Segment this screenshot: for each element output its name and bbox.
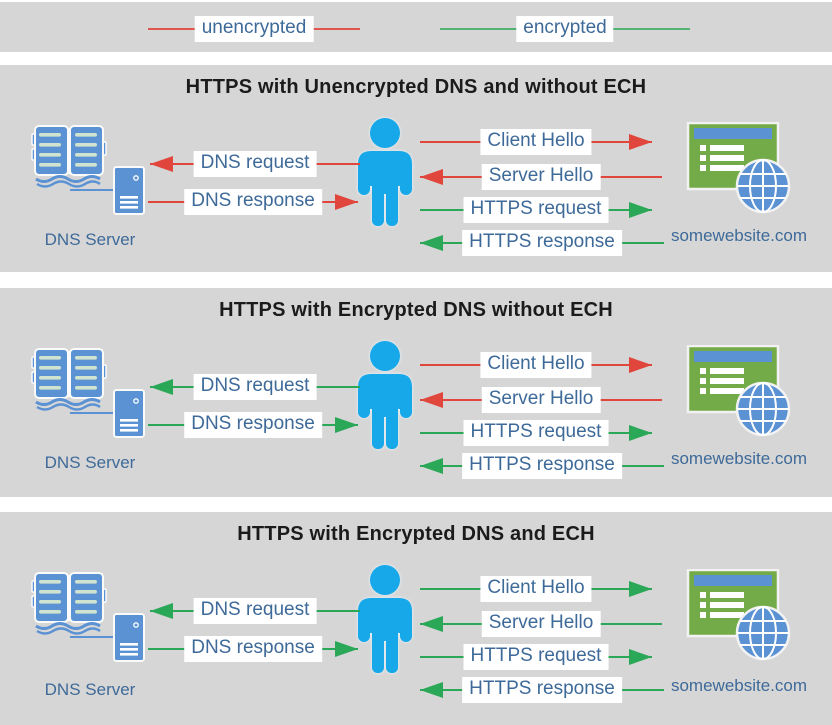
website-label: somewebsite.com: [670, 676, 808, 695]
arrow-server-hello: Server Hello: [420, 611, 662, 637]
arrow-label: Client Hello: [480, 576, 592, 602]
arrow-server-hello: Server Hello: [420, 164, 662, 190]
arrow-dns-response: DNS response: [148, 636, 358, 662]
arrow-label: DNS request: [193, 151, 317, 177]
arrow-https-request: HTTPS request: [420, 420, 652, 446]
arrow-https-request: HTTPS request: [420, 644, 652, 670]
panel-encrypted-dns-with-ech: HTTPS with Encrypted DNS and ECH DNS: [0, 512, 832, 725]
arrow-https-response: HTTPS response: [420, 677, 664, 703]
arrowhead-left-icon: [420, 458, 443, 474]
panel-encrypted-dns-no-ech: HTTPS with Encrypted DNS without ECH: [0, 288, 832, 497]
arrow-https-response: HTTPS response: [420, 453, 664, 479]
arrow-label: DNS response: [184, 636, 322, 662]
dns-server-label: DNS Server: [44, 680, 136, 699]
arrow-label: Client Hello: [480, 129, 592, 155]
person-icon: [358, 565, 412, 673]
arrow-label: Client Hello: [480, 352, 592, 378]
arrowhead-right-icon: [629, 649, 652, 665]
arrow-label: Server Hello: [481, 611, 601, 637]
arrowhead-left-icon: [420, 235, 443, 251]
arrowhead-left-icon: [420, 169, 443, 185]
website-icon: [686, 122, 791, 214]
arrowhead-left-icon: [420, 682, 443, 698]
arrow-label: HTTPS response: [462, 677, 622, 703]
arrowhead-left-icon: [150, 156, 173, 172]
dns-server-icon: [31, 125, 145, 215]
legend-unencrypted-label: unencrypted: [194, 16, 314, 42]
arrow-label: HTTPS request: [463, 420, 609, 446]
arrow-client-hello: Client Hello: [420, 576, 652, 602]
panel-title: HTTPS with Encrypted DNS and ECH: [237, 523, 595, 545]
arrow-dns-response: DNS response: [148, 189, 358, 215]
arrow-label: DNS request: [193, 374, 317, 400]
arrowhead-right-icon: [629, 581, 652, 597]
arrowhead-right-icon: [629, 425, 652, 441]
panel-title: HTTPS with Encrypted DNS without ECH: [219, 299, 613, 321]
arrow-client-hello: Client Hello: [420, 352, 652, 378]
legend-band: unencrypted encrypted: [0, 2, 832, 52]
arrow-label: Server Hello: [481, 164, 601, 190]
arrow-label: Server Hello: [481, 387, 601, 413]
person-icon: [358, 341, 412, 449]
arrowhead-left-icon: [150, 603, 173, 619]
arrow-https-request: HTTPS request: [420, 197, 652, 223]
arrow-label: HTTPS response: [462, 453, 622, 479]
arrow-label: HTTPS request: [463, 197, 609, 223]
arrowhead-left-icon: [420, 392, 443, 408]
legend-encrypted-label: encrypted: [516, 16, 614, 42]
dns-server-icon: [31, 348, 145, 438]
arrowhead-right-icon: [335, 641, 358, 657]
arrowhead-right-icon: [335, 194, 358, 210]
arrowhead-right-icon: [335, 417, 358, 433]
arrow-label: HTTPS request: [463, 644, 609, 670]
arrowhead-left-icon: [420, 616, 443, 632]
legend-unencrypted-line: unencrypted: [148, 16, 360, 42]
arrow-https-response: HTTPS response: [420, 230, 664, 256]
website-label: somewebsite.com: [670, 226, 808, 245]
legend-encrypted-line: encrypted: [440, 16, 690, 42]
arrow-dns-request: DNS request: [150, 151, 360, 177]
arrow-label: DNS request: [193, 598, 317, 624]
dns-server-icon: [31, 572, 145, 662]
arrow-label: HTTPS response: [462, 230, 622, 256]
arrow-client-hello: Client Hello: [420, 129, 652, 155]
panel-unencrypted-dns-no-ech: HTTPS with Unencrypted DNS and without E…: [0, 65, 832, 272]
arrowhead-left-icon: [150, 379, 173, 395]
website-label: somewebsite.com: [670, 449, 808, 468]
arrow-server-hello: Server Hello: [420, 387, 662, 413]
arrow-dns-request: DNS request: [150, 374, 360, 400]
person-icon: [358, 118, 412, 226]
arrowhead-right-icon: [629, 202, 652, 218]
arrowhead-right-icon: [629, 134, 652, 150]
arrow-dns-request: DNS request: [150, 598, 360, 624]
dns-server-label: DNS Server: [44, 453, 136, 472]
panel-title: HTTPS with Unencrypted DNS and without E…: [185, 76, 647, 98]
arrow-label: DNS response: [184, 189, 322, 215]
website-icon: [686, 569, 791, 661]
arrow-dns-response: DNS response: [148, 412, 358, 438]
dns-server-label: DNS Server: [44, 230, 136, 249]
arrow-label: DNS response: [184, 412, 322, 438]
arrowhead-right-icon: [629, 357, 652, 373]
website-icon: [686, 345, 791, 437]
